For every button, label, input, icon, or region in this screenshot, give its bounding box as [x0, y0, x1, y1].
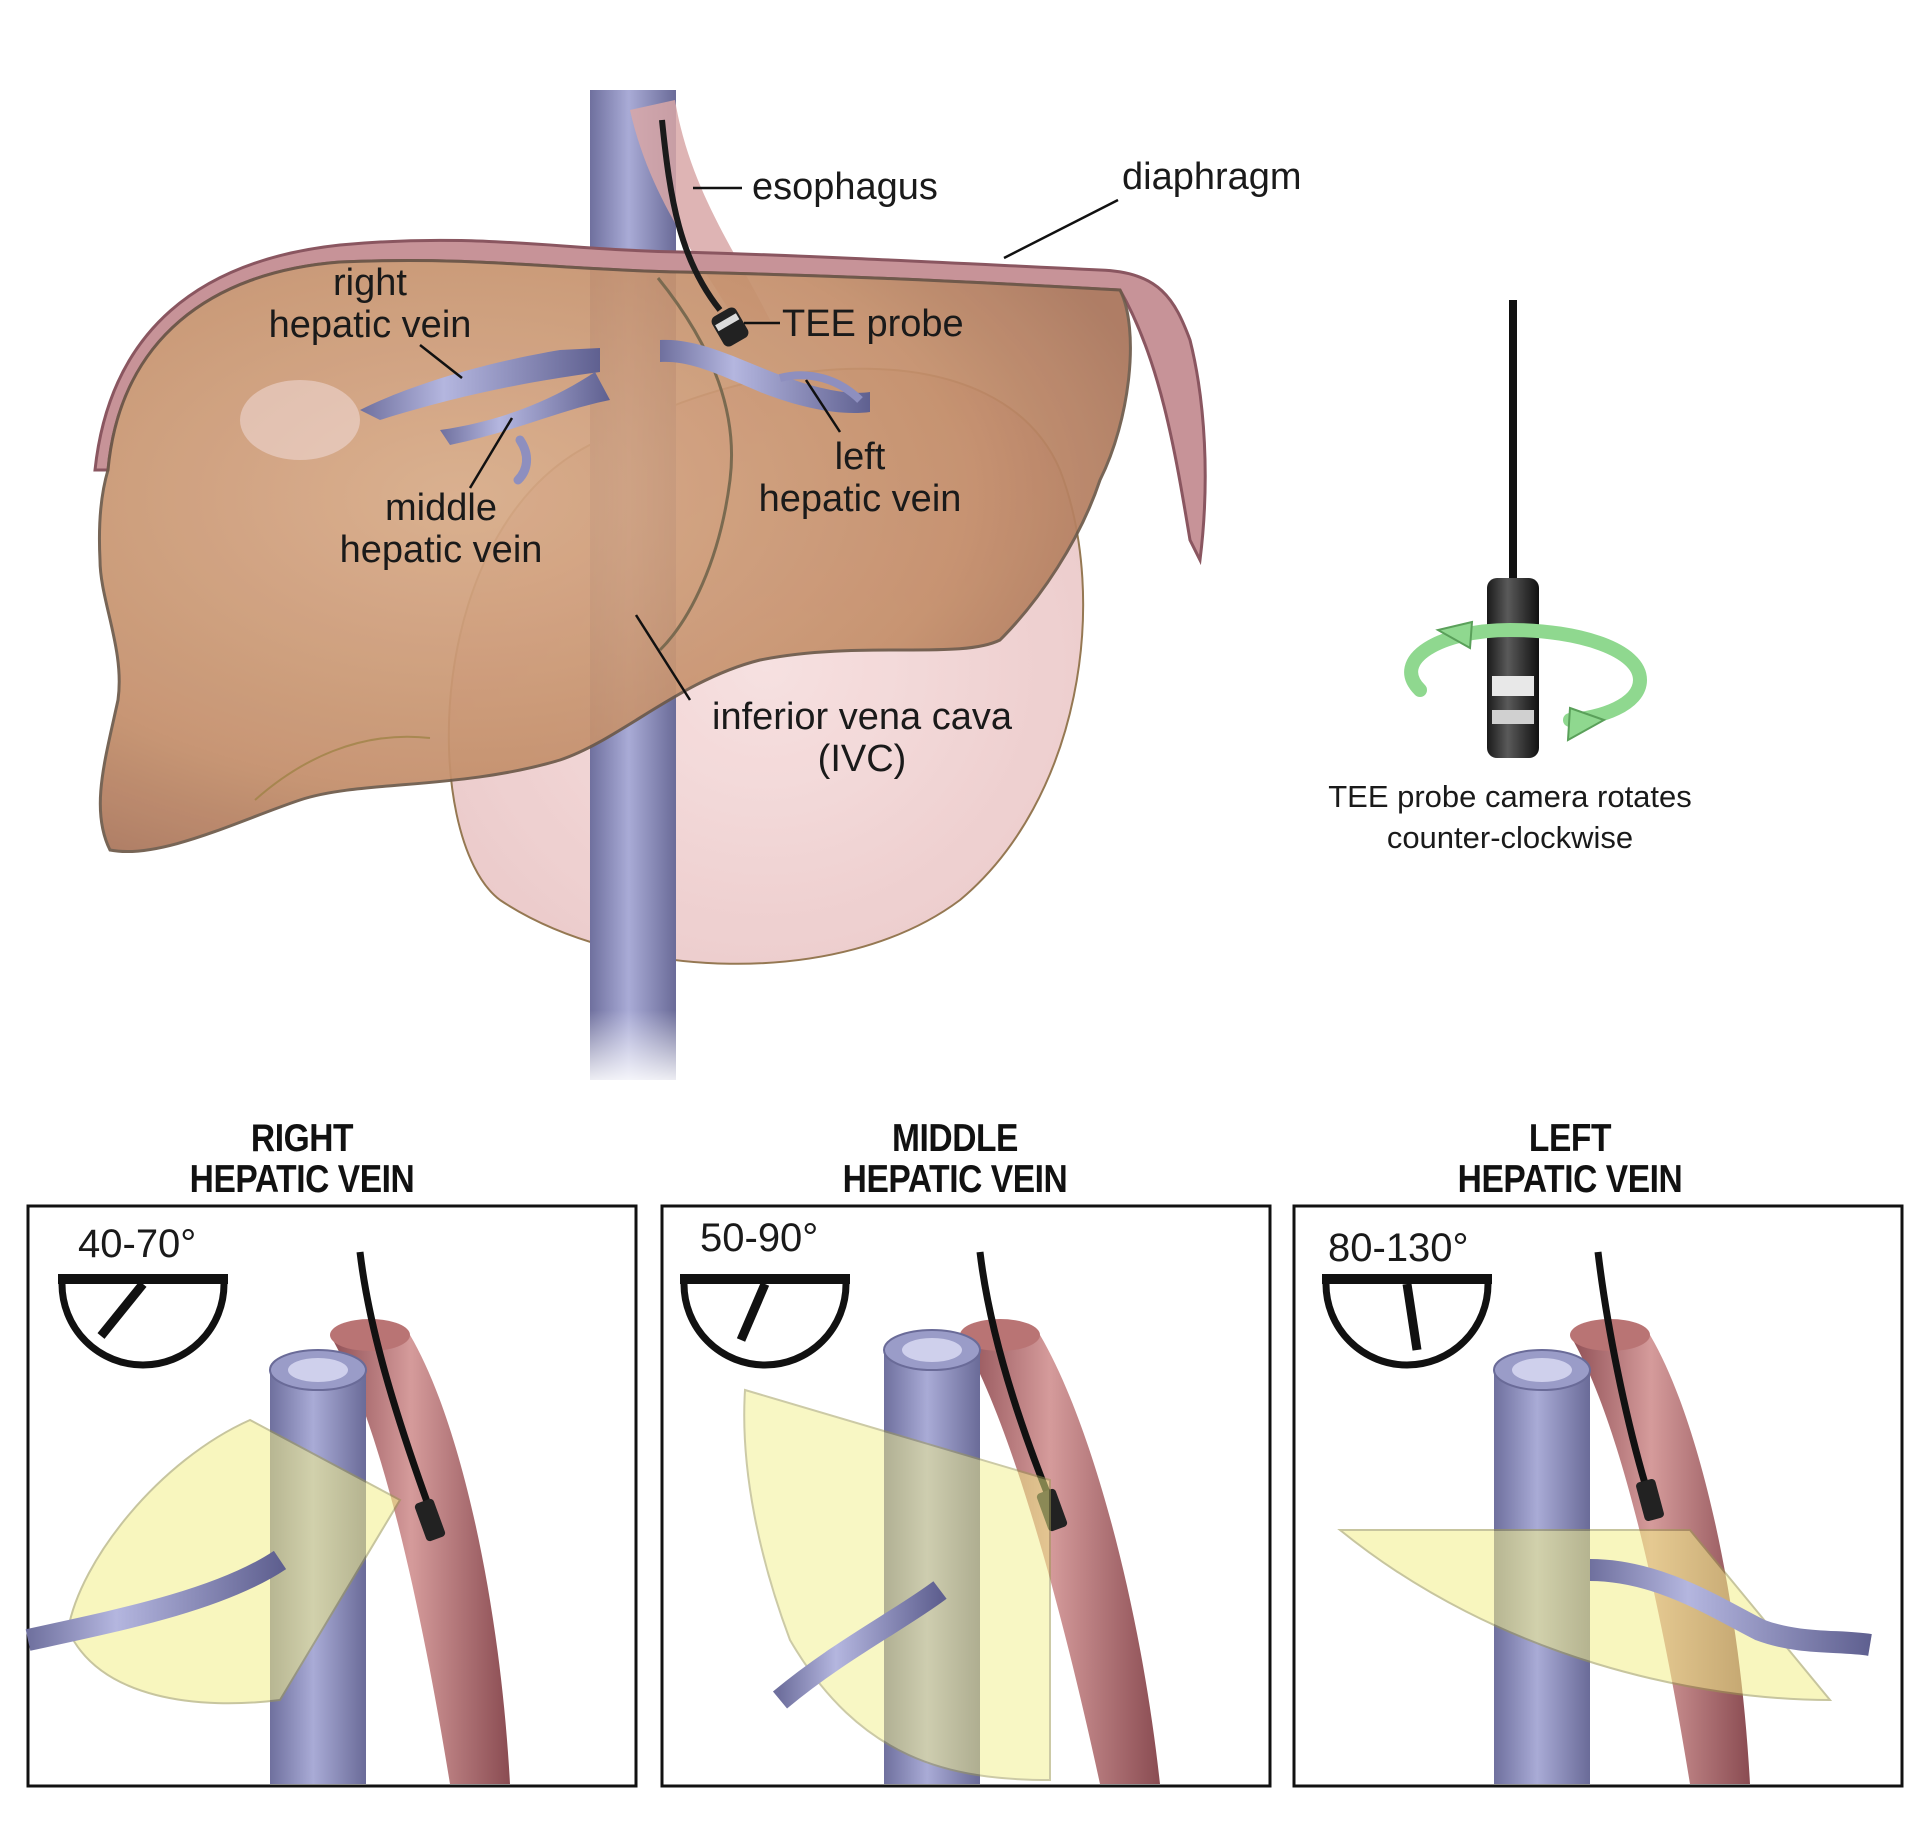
rotation-arrow-icon [1404, 620, 1648, 742]
label-line: left [834, 436, 886, 478]
panel-right-anatomy [25, 1251, 510, 1784]
angle-label-middle: 50-90° [700, 1216, 819, 1260]
title-line: HEPATIC VEIN [1457, 1158, 1683, 1201]
label-right-hepatic-vein: right hepatic vein [250, 262, 490, 346]
angle-label-left: 80-130° [1328, 1226, 1469, 1270]
panel-title-middle-hepatic-vein: MIDDLE HEPATIC VEIN [792, 1118, 1119, 1200]
label-line: hepatic vein [268, 304, 472, 346]
panel-middle-anatomy [743, 1251, 1160, 1784]
label-middle-hepatic-vein: middle hepatic vein [318, 487, 564, 571]
tee-probe-in-esophagus [659, 119, 749, 347]
label-line: middle [385, 487, 497, 529]
label-line: hepatic vein [758, 478, 962, 520]
panel-left-anatomy [1337, 1251, 1872, 1784]
label-inferior-vena-cava: inferior vena cava (IVC) [692, 696, 1032, 780]
title-line: HEPATIC VEIN [842, 1158, 1068, 1201]
caption-line: TEE probe camera rotates [1328, 779, 1692, 814]
label-line: (IVC) [817, 738, 907, 780]
label-line: hepatic vein [339, 529, 543, 571]
label-tee-probe: TEE probe [782, 303, 964, 345]
leader-lines [419, 186, 1119, 701]
angle-indicator-icon [58, 1274, 228, 1369]
title-line: RIGHT [250, 1117, 354, 1160]
label-esophagus: esophagus [752, 166, 938, 208]
title-line: HEPATIC VEIN [189, 1158, 415, 1201]
label-line: inferior vena cava [712, 696, 1012, 738]
panel-title-right-hepatic-vein: RIGHT HEPATIC VEIN [139, 1118, 466, 1200]
liver [97, 259, 1132, 853]
angle-label-right: 40-70° [78, 1222, 197, 1266]
label-diaphragm: diaphragm [1122, 156, 1302, 198]
label-line: right [333, 262, 407, 304]
title-line: LEFT [1528, 1117, 1612, 1160]
rotating-probe [1487, 300, 1539, 758]
caption-line: counter-clockwise [1386, 820, 1634, 855]
angle-indicator-icon [680, 1274, 850, 1369]
angle-indicator-icon [1322, 1274, 1492, 1369]
title-line: MIDDLE [892, 1117, 1018, 1160]
panel-title-left-hepatic-vein: LEFT HEPATIC VEIN [1407, 1118, 1734, 1200]
probe-rotation-caption: TEE probe camera rotates counter-clockwi… [1280, 776, 1740, 858]
hepatic-veins [360, 339, 870, 485]
label-left-hepatic-vein: left hepatic vein [740, 436, 980, 520]
